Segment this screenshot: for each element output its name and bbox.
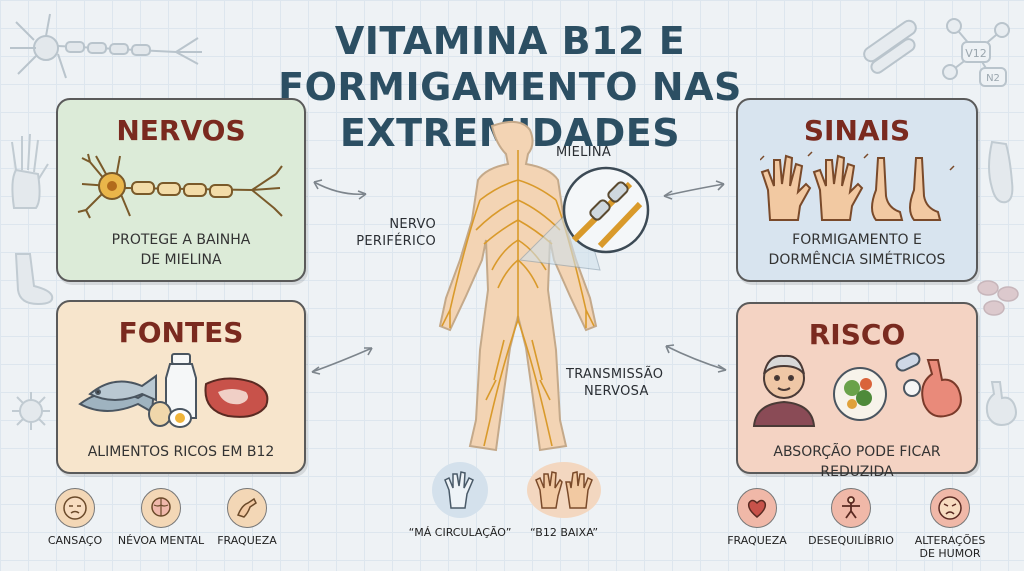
angry-face-icon <box>930 488 970 528</box>
page-title: VITAMINA B12 E FORMIGAMENTO NAS EXTREMID… <box>278 19 742 155</box>
label-nervo: NERVO <box>389 217 436 232</box>
card-risco: RISCO ABSORÇÃO PODE FICAR REDUZIDA <box>736 302 978 480</box>
background-foot-icon <box>14 253 54 306</box>
card-nervos-caption-line2: DE MIELINA <box>140 252 222 268</box>
label-nervosa: NERVOSA <box>584 384 649 399</box>
background-foot-right-icon <box>988 140 1014 204</box>
bottom-nevoa-mental: NÉVOA MENTAL <box>114 488 208 547</box>
card-sinais-heading: SINAIS <box>803 114 911 147</box>
bottom-fraqueza-right-label: FRAQUEZA <box>727 534 787 547</box>
cold-hand-icon <box>432 462 488 518</box>
card-nervos: NERVOS PROTEGE A BAINHA DE MIELINA <box>56 98 306 282</box>
bottom-alteracoes-label-line1: ALTERAÇÕES <box>914 534 986 547</box>
card-risco-caption: ABSORÇÃO PODE FICAR REDUZIDA <box>773 444 941 480</box>
brain-fog-icon <box>141 488 181 528</box>
molecule-v12-label: V12 <box>965 47 987 60</box>
background-pills-icon <box>977 280 1019 316</box>
bottom-ma-circulacao-label: “MÁ CIRCULAÇÃO” <box>408 526 512 539</box>
background-hand-icon <box>11 133 49 209</box>
card-nervos-heading: NERVOS <box>116 114 246 147</box>
bottom-desequilibrio: DESEQUILÍBRIO <box>806 488 896 547</box>
card-sinais: SINAIS FORMIGAMENTO E DORMÊNCIA SIMÉTRIC… <box>736 98 978 282</box>
bottom-alteracoes-label-line2: DE HUMOR <box>919 547 981 560</box>
balance-figure-icon <box>831 488 871 528</box>
risk-factors-icon <box>752 352 962 427</box>
heart-icon <box>737 488 777 528</box>
bottom-b12-baixa-label: “B12 BAIXA” <box>529 526 599 539</box>
molecule-n2-label: N2 <box>986 73 1000 84</box>
myelin-magnifier-icon <box>562 166 650 254</box>
card-fontes: FONTES ALIMENTOS RICOS EM B12 <box>56 300 306 474</box>
card-fontes-caption: ALIMENTOS RICOS EM B12 <box>87 444 275 460</box>
arrow-risco <box>665 345 727 371</box>
label-mielina: MIELINA <box>556 145 612 160</box>
card-nervos-caption-line1: PROTEGE A BAINHA <box>111 232 251 248</box>
body-nervous-system-icon <box>438 120 601 452</box>
tingling-hands-icon <box>527 462 601 518</box>
bottom-cansaco-label: CANSAÇO <box>47 534 103 547</box>
hands-feet-icon <box>760 151 955 221</box>
bottom-cansaco: CANSAÇO <box>40 488 110 547</box>
bottom-b12-baixa: “B12 BAIXA” <box>516 462 612 539</box>
bottom-desequilibrio-label: DESEQUILÍBRIO <box>808 534 894 547</box>
card-risco-heading: RISCO <box>808 318 906 351</box>
arrow-sinais <box>663 183 725 197</box>
weak-arm-icon <box>227 488 267 528</box>
bottom-fraqueza-right: FRAQUEZA <box>724 488 790 547</box>
card-sinais-caption-line1: FORMIGAMENTO E <box>792 232 922 248</box>
background-nerve-fiber-icon <box>863 19 917 74</box>
background-neuron-icon <box>10 13 202 79</box>
background-virus-icon <box>12 392 50 430</box>
label-periferico: PERIFÉRICO <box>356 234 436 249</box>
label-transmissao: TRANSMISSÃO <box>566 367 664 382</box>
neuron-icon <box>77 153 283 219</box>
bottom-ma-circulacao: “MÁ CIRCULAÇÃO” <box>404 462 516 539</box>
arrow-nervos <box>313 181 367 196</box>
background-stomach-icon <box>985 381 1017 426</box>
tired-face-icon <box>55 488 95 528</box>
card-fontes-heading: FONTES <box>118 316 244 349</box>
card-sinais-caption-line2: DORMÊNCIA SIMÉTRICOS <box>768 252 946 268</box>
bottom-alteracoes-humor: ALTERAÇÕES DE HUMOR <box>910 488 990 560</box>
bottom-fraqueza-left-label: FRAQUEZA <box>217 534 277 547</box>
b12-foods-icon <box>78 353 269 428</box>
bottom-fraqueza-left: FRAQUEZA <box>212 488 282 547</box>
background-molecule-icon: V12 N2 <box>942 18 1010 87</box>
arrow-fontes <box>311 347 373 373</box>
bottom-nevoa-mental-label: NÉVOA MENTAL <box>117 534 205 547</box>
